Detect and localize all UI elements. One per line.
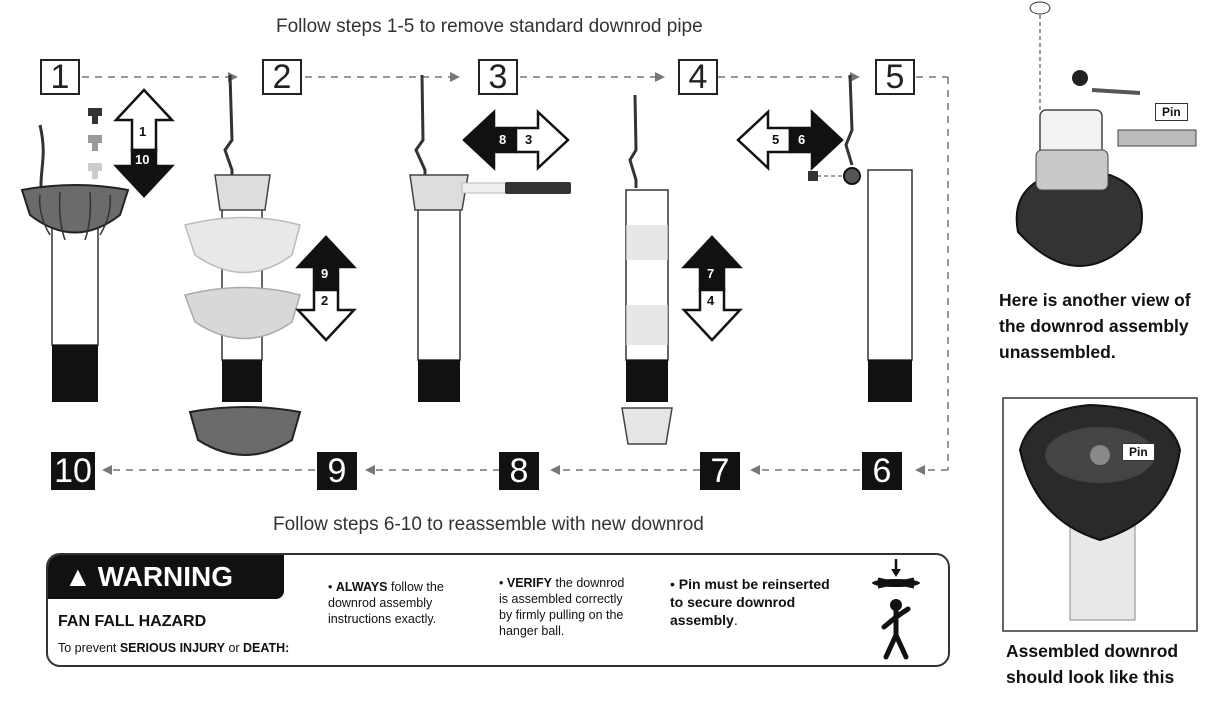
step-10-label: 10 — [51, 452, 95, 490]
step-7-label: 7 — [700, 452, 740, 490]
step-4-label: 4 — [678, 59, 718, 95]
double-arrow-2 — [295, 235, 357, 342]
arrow4-top-num: 7 — [707, 266, 715, 281]
assembly-step4 — [621, 94, 673, 445]
arrow2-top-num: 9 — [321, 266, 329, 281]
pin-label-1: Pin — [1155, 103, 1188, 121]
side-caption-unassembled: Here is another view of the downrod asse… — [999, 290, 1191, 362]
arrow5-right-num: 6 — [798, 132, 806, 147]
step-8-label: 8 — [499, 452, 539, 490]
step-3-label: 3 — [478, 59, 518, 95]
double-arrow-4 — [681, 235, 743, 342]
arrow5-left-num: 5 — [772, 132, 780, 147]
step-1-label: 1 — [40, 59, 80, 95]
arrow2-bottom-num: 2 — [321, 293, 329, 308]
assembly-step5 — [808, 74, 913, 402]
warning-bullet-2: • VERIFY the downrod is assembled correc… — [499, 576, 625, 638]
arrow1-top-num: 1 — [139, 124, 147, 139]
arrow1-bottom-num: 10 — [135, 152, 150, 167]
step-6-label: 6 — [862, 452, 902, 490]
arrow3-left-num: 8 — [499, 132, 507, 147]
side-view-assembled — [1002, 397, 1198, 632]
warning-header: ▲WARNING — [48, 555, 284, 599]
bottom-caption: Follow steps 6-10 to reassemble with new… — [273, 514, 704, 535]
step-5-label: 5 — [875, 59, 915, 95]
arrow4-bottom-num: 4 — [707, 293, 715, 308]
warning-bullet-1: • ALWAYS follow the downrod assembly ins… — [328, 580, 444, 626]
warning-subtitle: FAN FALL HAZARD — [58, 613, 207, 630]
falling-fan-person-icon — [872, 559, 920, 660]
double-arrow-1 — [113, 88, 175, 198]
assembly-step1 — [20, 108, 130, 402]
double-arrow-5 — [736, 109, 844, 171]
double-arrow-3 — [462, 109, 570, 171]
pin-label-2: Pin — [1122, 443, 1155, 461]
warning-title: WARNING — [97, 561, 234, 592]
assembly-step3 — [409, 74, 571, 402]
top-caption: Follow steps 1-5 to remove standard down… — [276, 16, 703, 37]
assembly-step2 — [184, 74, 302, 456]
warning-panel: ▲WARNING FAN FALL HAZARD To prevent SERI… — [46, 553, 950, 667]
arrow3-right-num: 3 — [525, 132, 533, 147]
warning-bullet-3: • Pin must be reinserted to secure downr… — [670, 576, 830, 628]
flow-path — [82, 76, 949, 471]
warning-prevent-line: To prevent SERIOUS INJURY or DEATH: — [58, 641, 290, 655]
warning-triangle-icon: ▲ — [64, 561, 92, 592]
side-view-unassembled — [1015, 1, 1197, 267]
side-caption-assembled: Assembled downrod should look like this — [1006, 641, 1179, 687]
step-9-label: 9 — [317, 452, 357, 490]
step-2-label: 2 — [262, 59, 302, 95]
